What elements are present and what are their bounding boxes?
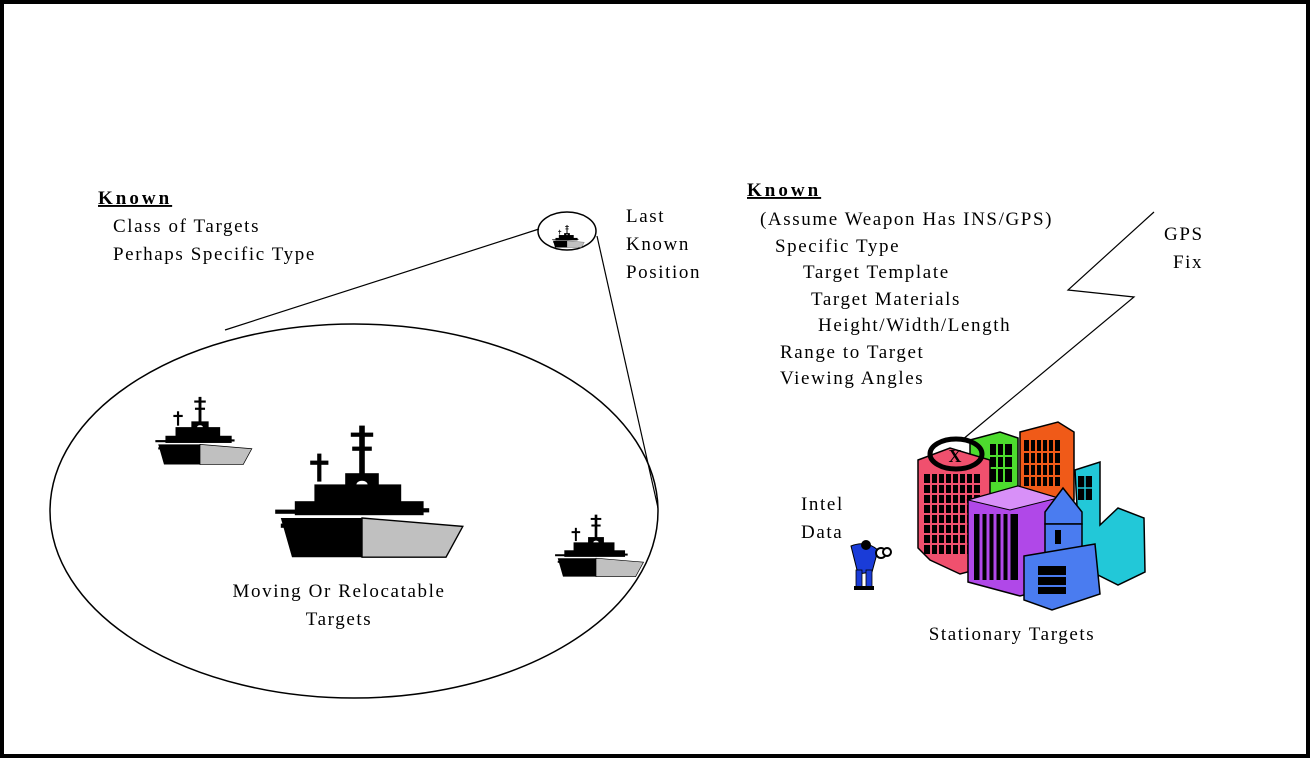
warship-icon-right xyxy=(554,514,644,578)
target-marker-ring xyxy=(927,436,985,472)
intel-data-line-1: Intel xyxy=(801,494,844,515)
last-known-line-3: Position xyxy=(626,262,701,283)
warship-icon-upper-left xyxy=(155,396,253,465)
right-known-item-7: Viewing Angles xyxy=(780,368,924,389)
right-known-item-1: (Assume Weapon Has INS/GPS) xyxy=(760,209,1053,230)
target-marker-label: X xyxy=(949,446,962,466)
last-known-line-1: Last xyxy=(626,206,665,227)
city-buildings-icon xyxy=(917,421,1146,611)
stationary-targets-label: Stationary Targets xyxy=(929,624,1096,645)
moving-targets-label-2: Targets xyxy=(306,609,373,630)
right-known-item-3: Target Template xyxy=(803,262,950,283)
right-known-item-4: Target Materials xyxy=(811,289,961,310)
left-known-item-1: Class of Targets xyxy=(113,216,260,237)
projection-line-left xyxy=(224,228,540,331)
moving-targets-label-1: Moving Or Relocatable xyxy=(233,581,446,602)
right-known-item-6: Range to Target xyxy=(780,342,924,363)
gps-fix-line-1: GPS xyxy=(1164,224,1204,245)
left-known-item-2: Perhaps Specific Type xyxy=(113,244,316,265)
last-known-position-circle xyxy=(537,211,597,251)
warship-icon-large xyxy=(274,424,464,558)
left-known-heading: Known xyxy=(98,188,172,209)
gps-fix-lightning-line xyxy=(961,211,1155,441)
small-warship-icon xyxy=(551,224,585,248)
target-area-ellipse xyxy=(49,323,659,699)
intel-data-line-2: Data xyxy=(801,522,843,543)
right-known-heading: Known xyxy=(747,180,821,201)
right-panel: Known (Assume Weapon Has INS/GPS) Specif… xyxy=(747,180,1204,645)
last-known-line-2: Known xyxy=(626,234,690,255)
right-known-item-2: Specific Type xyxy=(775,236,900,257)
gps-fix-line-2: Fix xyxy=(1173,252,1203,273)
intel-analyst-icon xyxy=(850,540,892,590)
right-known-item-5: Height/Width/Length xyxy=(818,315,1011,336)
left-panel: Known Class of Targets Perhaps Specific … xyxy=(49,188,701,699)
